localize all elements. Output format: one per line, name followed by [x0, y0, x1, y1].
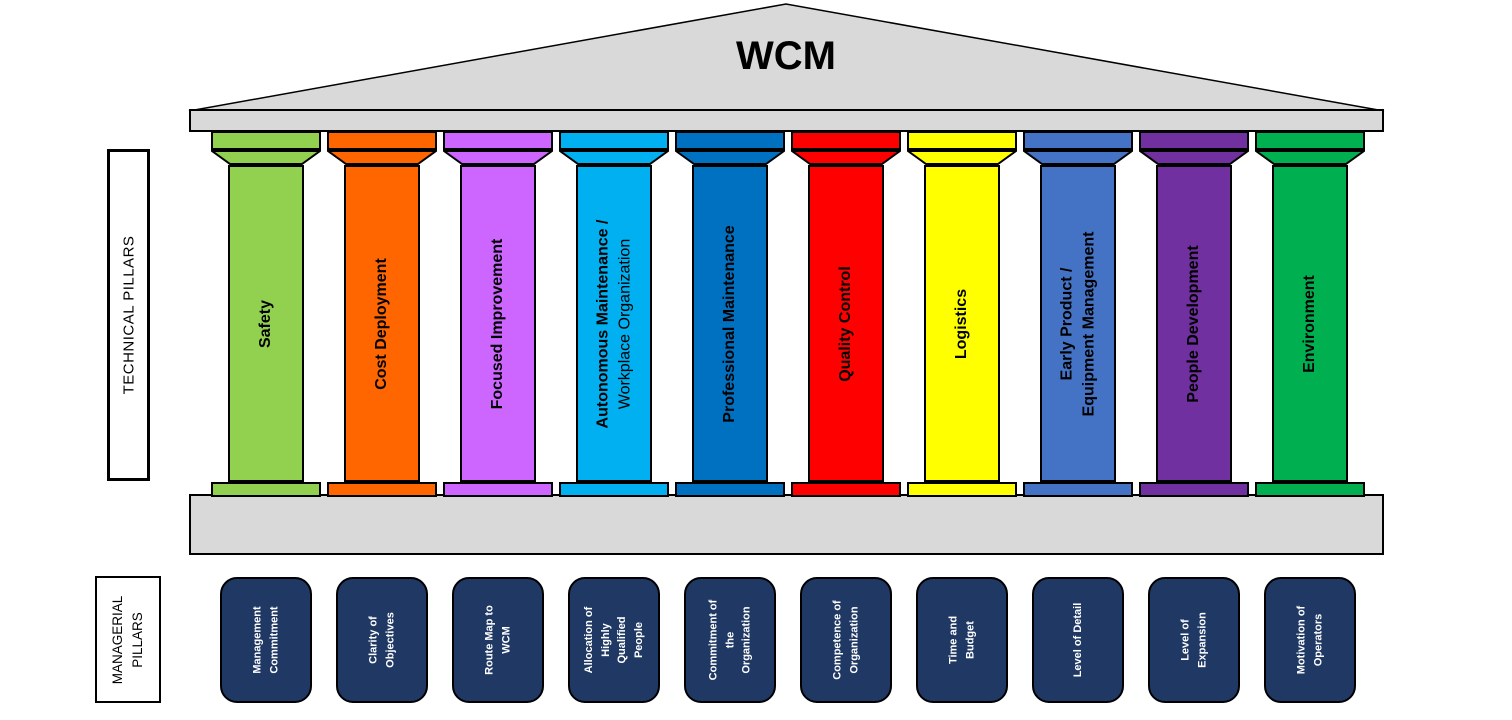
pillar-capital [1254, 150, 1365, 165]
managerial-pillar-label: Competence of Organization [831, 600, 860, 680]
managerial-pillar-label: Level of Detail [1071, 602, 1084, 678]
pillar-label-line: Autonomous Maintenance / [593, 219, 611, 428]
pillar-abacus [1254, 131, 1365, 150]
managerial-pillar: Competence of Organization [799, 577, 892, 703]
pillar-label-line: Safety [256, 299, 274, 348]
managerial-pillar: Time and Budget [915, 577, 1008, 703]
pillar-label: People Development [1183, 169, 1205, 479]
managerial-pillar-label: Level of Expansion [1179, 612, 1208, 668]
managerial-pillar-label: Commitment of the Organization [706, 599, 752, 681]
technical-pillar: Autonomous Maintenance / Workplace Organ… [558, 131, 669, 497]
technical-pillar: Quality Control [790, 131, 901, 497]
pillar-abacus [558, 131, 669, 150]
managerial-pillars-label-box: MANAGERIAL PILLARS [95, 576, 161, 703]
pillar-abacus [1022, 131, 1133, 150]
pillar-capital [210, 150, 321, 165]
technical-pillar: Early Product / Equipment Management [1022, 131, 1133, 497]
architrave-beam [189, 109, 1384, 132]
diagram-title: WCM [736, 34, 836, 78]
pillar-plinth [906, 482, 1017, 497]
pillar-plinth [210, 482, 321, 497]
pillar-label-line: People Development [1184, 244, 1202, 403]
pillar-plinth [326, 482, 437, 497]
pillar-shaft: Autonomous Maintenance / Workplace Organ… [575, 165, 652, 482]
managerial-pillar: Clarity of Objectives [335, 577, 428, 703]
pillar-plinth [674, 482, 785, 497]
managerial-pillar-label: Time and Budget [947, 615, 976, 665]
pillar-capital [674, 150, 785, 165]
managerial-pillar-label: Motivation of Operators [1295, 605, 1324, 675]
pillar-shaft: Quality Control [807, 165, 884, 482]
pillar-shaft: People Development [1155, 165, 1232, 482]
pillar-plinth [1022, 482, 1133, 497]
pillar-abacus [1138, 131, 1249, 150]
managerial-pillar: Commitment of the Organization [683, 577, 776, 703]
managerial-pillar-label: Management Commitment [251, 606, 280, 674]
pillar-shaft: Professional Maintenance [691, 165, 768, 482]
pillar-abacus [906, 131, 1017, 150]
pillar-label: Logistics [951, 169, 973, 479]
pillar-label: Safety [255, 169, 277, 479]
managerial-pillar: Level of Expansion [1147, 577, 1240, 703]
pillar-label: Environment [1299, 169, 1321, 479]
pillar-label-line: Environment [1300, 274, 1318, 373]
technical-pillar: Logistics [906, 131, 1017, 497]
managerial-pillar: Level of Detail [1031, 577, 1124, 703]
pillar-label-line: Logistics [952, 288, 970, 359]
pillar-label: Professional Maintenance [719, 169, 741, 479]
pillar-shaft: Cost Deployment [343, 165, 420, 482]
pillar-label-line: Equipment Management [1079, 231, 1097, 416]
pillar-abacus [790, 131, 901, 150]
pillar-abacus [442, 131, 553, 150]
technical-pillar: People Development [1138, 131, 1249, 497]
technical-pillar: Cost Deployment [326, 131, 437, 497]
pillar-shaft: Environment [1271, 165, 1348, 482]
pillar-shaft: Early Product / Equipment Management [1039, 165, 1116, 482]
technical-pillar: Safety [210, 131, 321, 497]
pillar-capital [1138, 150, 1249, 165]
managerial-pillar: Management Commitment [219, 577, 312, 703]
pillar-label-line: Quality Control [836, 265, 854, 382]
managerial-pillar: Motivation of Operators [1263, 577, 1356, 703]
pillar-abacus [674, 131, 785, 150]
pillar-plinth [1254, 482, 1365, 497]
technical-pillar: Professional Maintenance [674, 131, 785, 497]
temple-base [189, 494, 1384, 555]
pillar-label-line: Cost Deployment [372, 257, 390, 390]
pillar-capital [558, 150, 669, 165]
pillar-capital [906, 150, 1017, 165]
pillar-capital [326, 150, 437, 165]
pillar-label-line: Professional Maintenance [720, 224, 738, 423]
managerial-pillar-label: Allocation of Highly Qualified People [582, 606, 645, 674]
pillar-shaft: Logistics [923, 165, 1000, 482]
pillar-label-line: Workplace Organization [615, 238, 633, 409]
pillar-label: Focused Improvement [487, 169, 509, 479]
managerial-pillar: Route Map to WCM [451, 577, 544, 703]
pillar-label: Quality Control [835, 169, 857, 479]
pillar-plinth [1138, 482, 1249, 497]
pillar-label: Early Product / Equipment Management [1056, 169, 1099, 479]
pillar-capital [442, 150, 553, 165]
pillar-plinth [790, 482, 901, 497]
pillar-shaft: Focused Improvement [459, 165, 536, 482]
pillar-abacus [326, 131, 437, 150]
pillar-plinth [442, 482, 553, 497]
pillar-shaft: Safety [227, 165, 304, 482]
technical-pillars-label: TECHNICAL PILLARS [120, 235, 137, 395]
pillar-label-line: Early Product / [1057, 267, 1075, 380]
technical-pillar: Focused Improvement [442, 131, 553, 497]
pillar-label-line: Focused Improvement [488, 238, 506, 409]
pillar-capital [790, 150, 901, 165]
technical-pillars-label-box: TECHNICAL PILLARS [107, 149, 150, 481]
managerial-pillars-label: MANAGERIAL PILLARS [109, 595, 145, 684]
managerial-pillar: Allocation of Highly Qualified People [567, 577, 660, 703]
pillar-plinth [558, 482, 669, 497]
technical-pillar: Environment [1254, 131, 1365, 497]
pillar-label: Cost Deployment [371, 169, 393, 479]
pillar-label: Autonomous Maintenance / Workplace Organ… [592, 169, 635, 479]
pillar-capital [1022, 150, 1133, 165]
pillar-abacus [210, 131, 321, 150]
managerial-pillar-label: Route Map to WCM [483, 605, 512, 675]
managerial-pillar-label: Clarity of Objectives [367, 612, 396, 668]
